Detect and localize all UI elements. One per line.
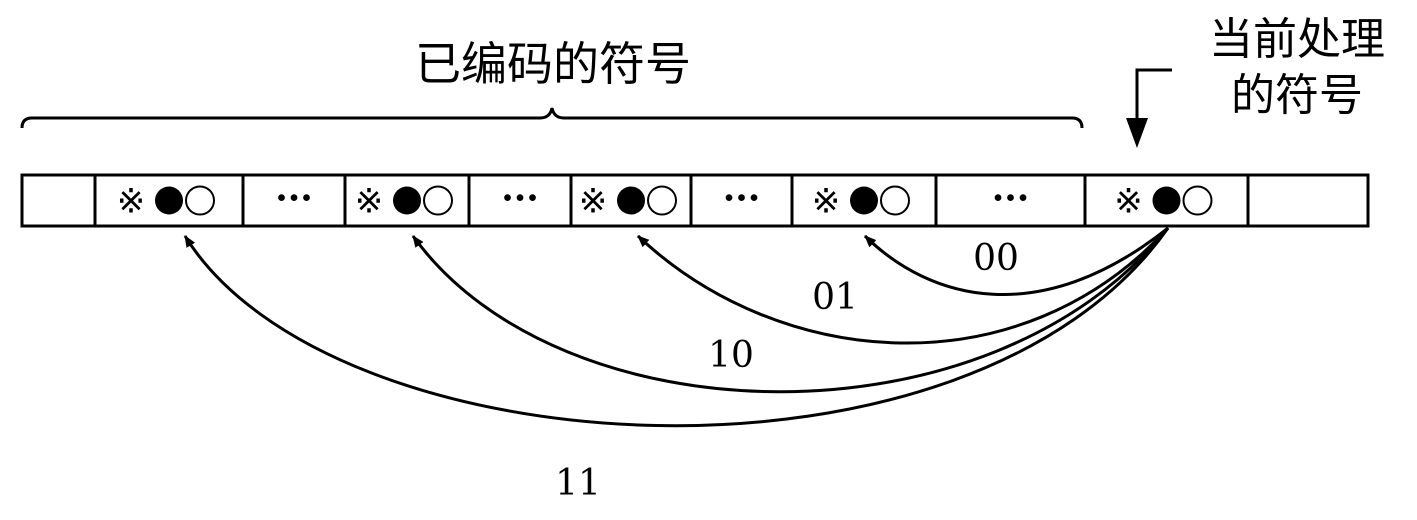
reference-mark-glyph: ※	[117, 182, 146, 222]
hollow-circle-glyph	[1182, 185, 1213, 216]
arrow-code-label: 01	[812, 277, 858, 318]
filled-circle-glyph	[850, 186, 878, 215]
encoded-symbols-brace	[20, 107, 1084, 129]
reference-mark-glyph: ※	[812, 182, 841, 222]
reference-mark-glyph: ※	[355, 182, 384, 222]
ellipsis-cell-text: ···	[501, 178, 539, 220]
symbol-strip-outline	[20, 173, 1370, 228]
reference-mark-glyph: ※	[1114, 182, 1143, 222]
reference-arrow-10	[411, 227, 1170, 394]
hollow-circle-glyph	[880, 185, 910, 216]
reference-arrow-01	[636, 226, 1170, 345]
reference-arrows: 00 01 10 11	[183, 226, 1170, 504]
hollow-circle-glyph	[647, 185, 677, 216]
filled-circle-glyph	[617, 186, 645, 215]
arrow-code-label: 00	[973, 238, 1019, 279]
symbol-strip: ※ ··· ※ ··· ※ ··· ※ ··· ※	[20, 173, 1370, 228]
current-symbol-pointer-head	[1126, 118, 1148, 148]
current-symbol-label-line2: 的符号	[1231, 70, 1363, 121]
filled-circle-glyph	[1152, 186, 1181, 215]
encoded-symbols-label: 已编码的符号	[415, 37, 691, 91]
reference-mark-glyph: ※	[579, 182, 608, 222]
ellipsis-cell-text: ···	[992, 178, 1030, 220]
filled-circle-glyph	[155, 186, 183, 215]
ellipsis-cell-text: ···	[275, 178, 313, 220]
reference-arrow-11	[183, 227, 1170, 428]
filled-circle-glyph	[393, 186, 421, 215]
ellipsis-cell-text: ···	[723, 178, 761, 220]
arrow-code-label: 10	[708, 335, 754, 376]
hollow-circle-glyph	[185, 185, 215, 216]
current-symbol-pointer	[1135, 68, 1172, 138]
reference-arrow-00	[863, 226, 1169, 296]
hollow-circle-glyph	[423, 185, 453, 216]
current-symbol-label-line1: 当前处理	[1209, 14, 1385, 65]
arrow-code-label: 11	[555, 463, 601, 504]
